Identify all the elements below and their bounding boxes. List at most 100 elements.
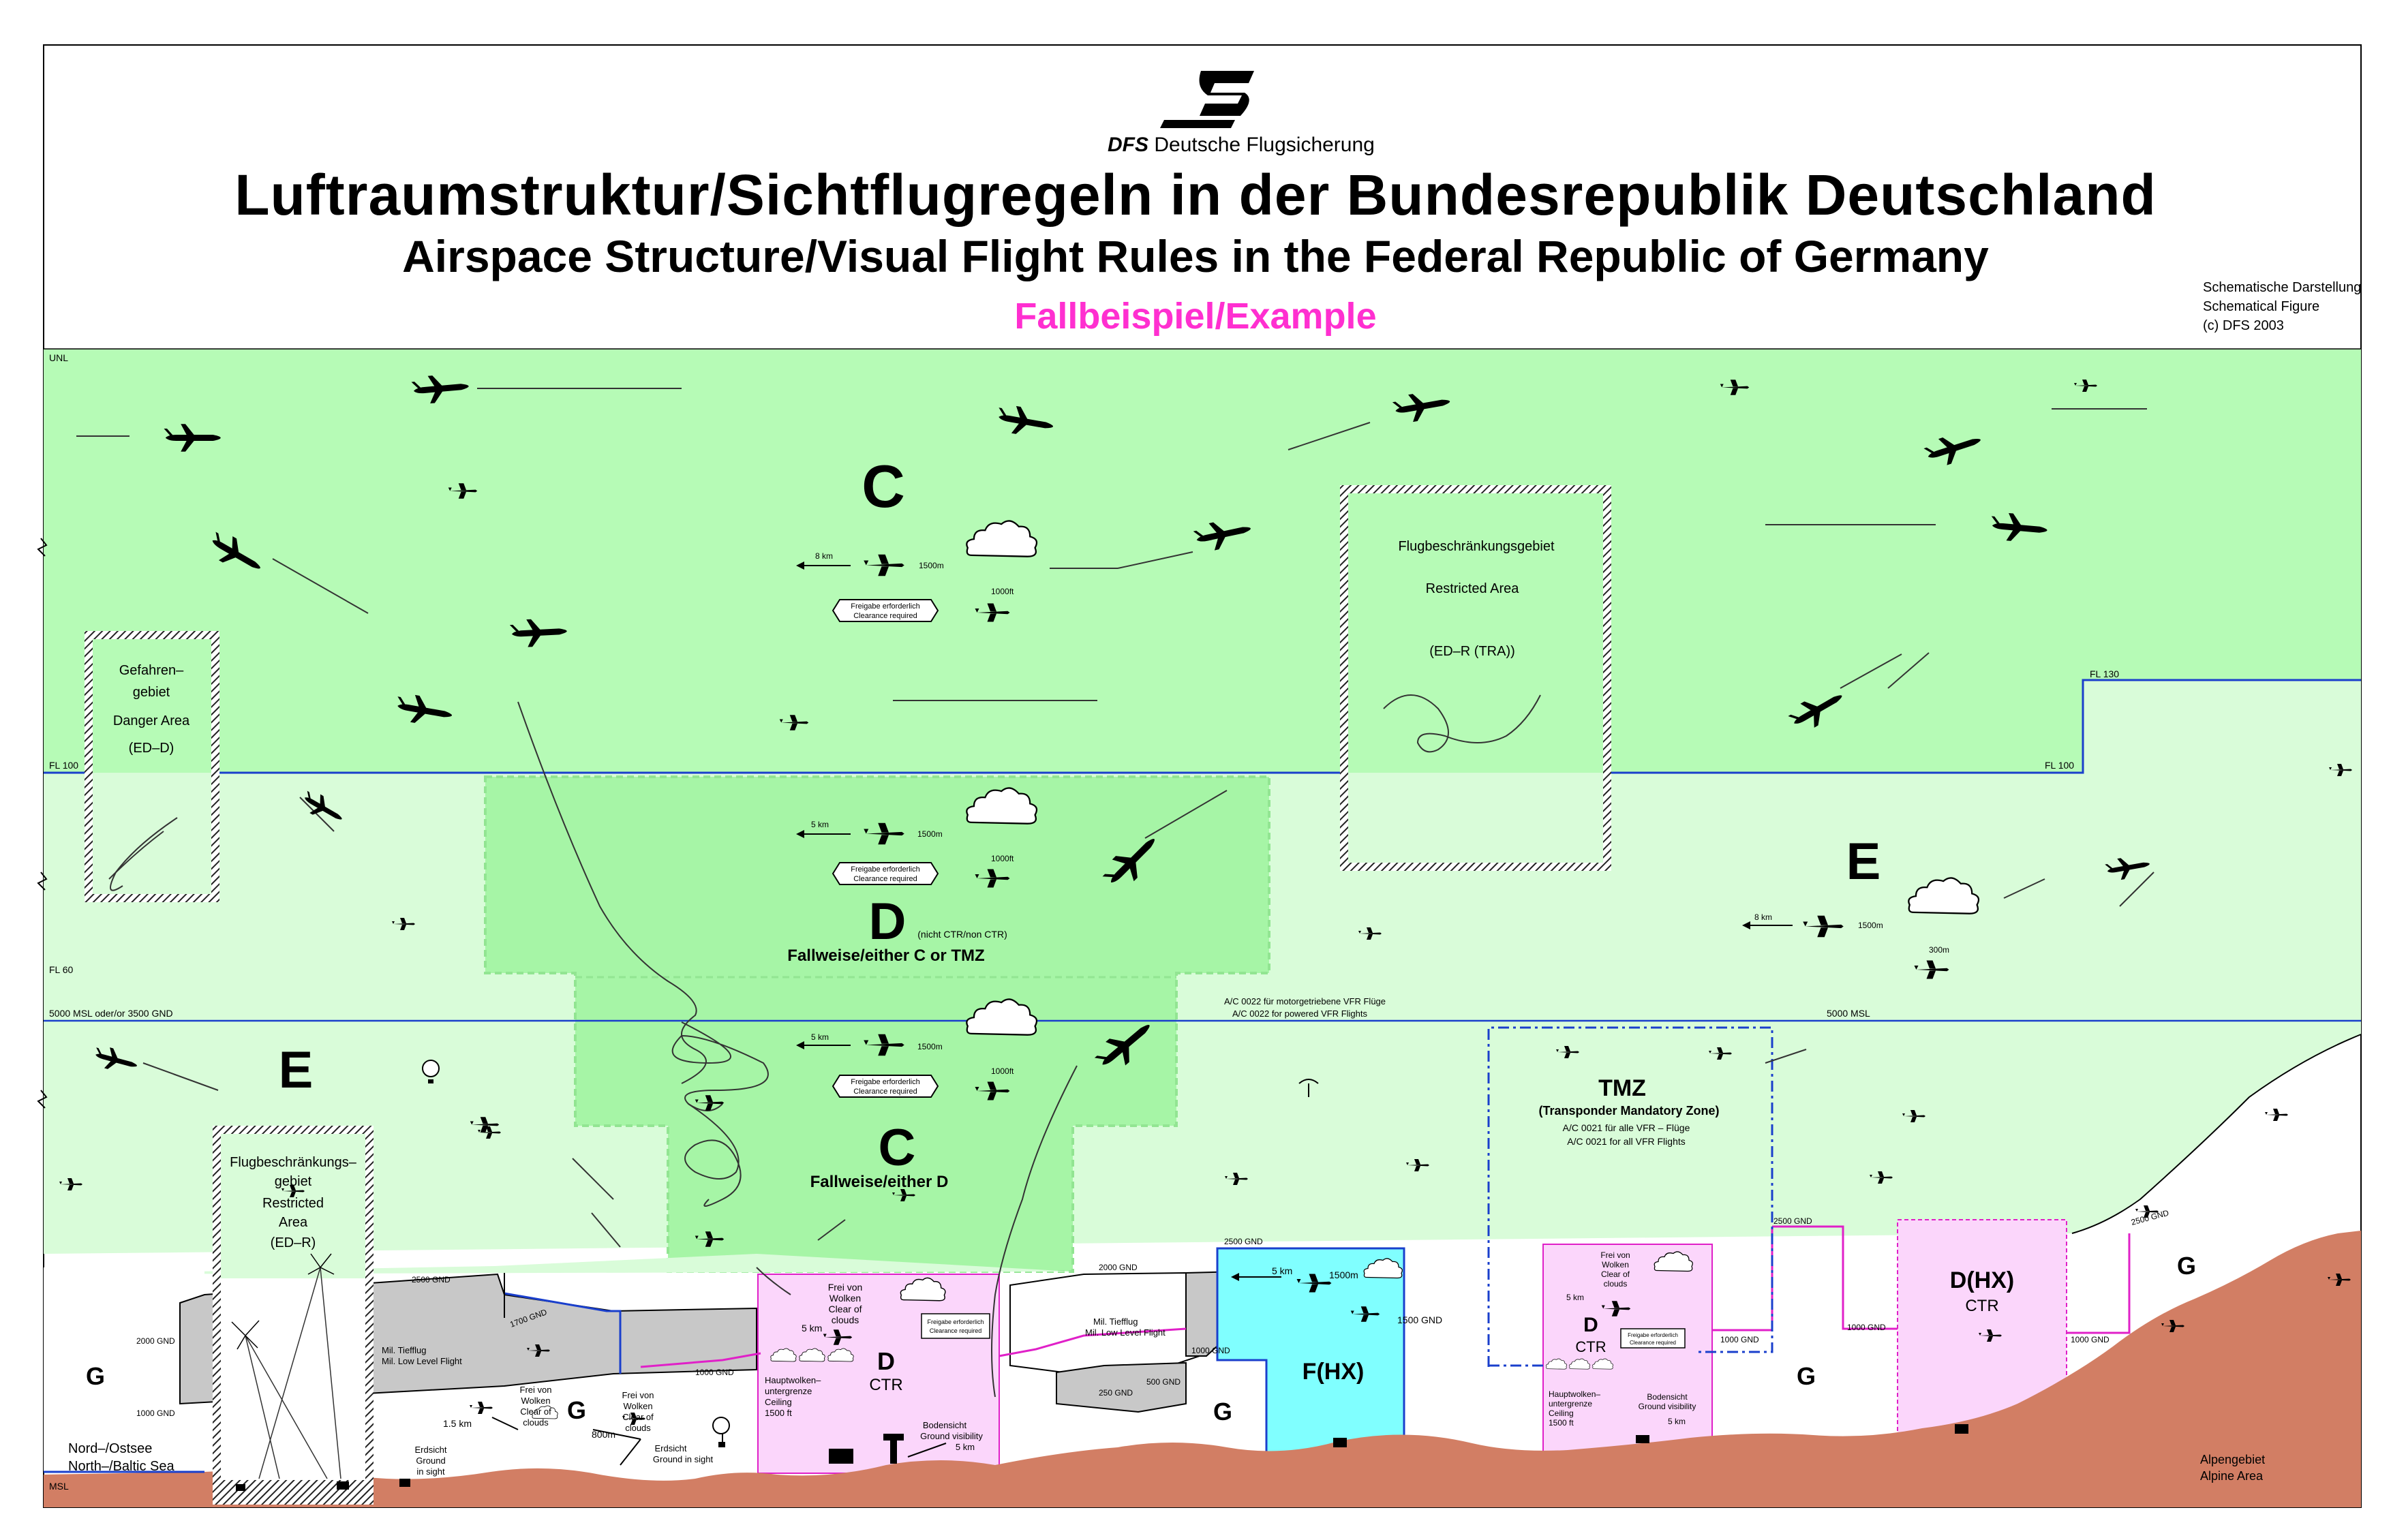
place-alps-en: Alpine Area xyxy=(2200,1469,2264,1483)
ctr-r-bs2: Ground visibility xyxy=(1639,1402,1696,1411)
vmc-g-clear4: clouds xyxy=(523,1417,549,1428)
h2000b: 2000 GND xyxy=(1099,1263,1138,1272)
vmc-class-d xyxy=(796,787,1038,888)
note-line1: Schematische Darstellung xyxy=(2203,280,2362,295)
label-class-c-either: Fallweise/either D xyxy=(810,1173,949,1191)
vmc-class-fhx xyxy=(1231,1258,1403,1322)
danger-en: Danger Area xyxy=(113,713,190,728)
ctr-ceil1: Hauptwolken– xyxy=(765,1375,821,1385)
brand-abbr: DFS xyxy=(1108,134,1148,156)
place-alps-de: Alpengebiet xyxy=(2200,1453,2265,1466)
ctr-r-free2: Wolken xyxy=(1602,1260,1629,1269)
restricted-area-left xyxy=(213,1126,374,1505)
vmc-g2-clear1: Frei von xyxy=(622,1390,654,1400)
ctr-center-letter: D xyxy=(877,1347,895,1375)
vmc-e-vert: 300m xyxy=(1929,945,1949,955)
ctr-r-ceil3: Ceiling xyxy=(1549,1408,1574,1418)
ctr-free4: clouds xyxy=(832,1314,859,1325)
level-msl: MSL xyxy=(49,1481,69,1492)
vmc-d-clr-de: Freigabe erforderlich xyxy=(851,865,920,874)
vmc-d-horiz: 1500m xyxy=(917,829,943,839)
ctr-r-vis: 5 km xyxy=(1566,1293,1584,1302)
ra-left-en1: Restricted xyxy=(262,1196,324,1211)
ctr-clr-en: Clearance required xyxy=(930,1327,982,1334)
label-class-e-right: E xyxy=(1846,833,1881,891)
vmc-g2-clear4: clouds xyxy=(625,1423,651,1433)
h500: 500 GND xyxy=(1146,1377,1181,1387)
vmc-g-vis1: 1.5 km xyxy=(443,1418,472,1429)
vmc-e-vis: 8 km xyxy=(1754,912,1772,922)
vmc-g-clear1: Frei von xyxy=(520,1385,552,1395)
ra-top-en: Restricted Area xyxy=(1426,581,1520,596)
vmc-g-clear3: Clear of xyxy=(520,1406,551,1417)
h2000a: 2000 GND xyxy=(136,1336,175,1346)
vmc-class-c-lower xyxy=(796,998,1038,1100)
h1000f: 1000 GND xyxy=(2071,1335,2110,1344)
tmz-boundary xyxy=(1487,1026,1773,1367)
ctr-r-free3: Clear of xyxy=(1601,1269,1630,1279)
ra-left-de1: Flugbeschränkungs– xyxy=(230,1155,357,1170)
vmc-fhx-vert: 1500 GND xyxy=(1397,1314,1442,1325)
h2500b: 2500 GND xyxy=(1224,1237,1263,1246)
level-unl: UNL xyxy=(49,352,68,363)
terrain xyxy=(44,1231,2361,1507)
ctr-r-clr-en: Clearance required xyxy=(1630,1340,1676,1346)
title-german: Luftraumstruktur/Sichtflugregeln in der … xyxy=(234,163,2157,227)
ctr-r-free4: clouds xyxy=(1604,1279,1628,1289)
dhx-letter: D(HX) xyxy=(1950,1267,2014,1293)
tmz-line1: A/C 0021 für alle VFR – Flüge xyxy=(1563,1122,1690,1133)
vmc-class-g xyxy=(236,1060,1968,1491)
vmc-ctr-right xyxy=(1546,1251,1693,1443)
low-level-band-right-grey xyxy=(1056,1361,1187,1413)
level-5000-right: 5000 MSL xyxy=(1827,1008,1870,1019)
label-class-c-upper: C xyxy=(862,452,905,520)
danger-code: (ED–D) xyxy=(129,741,174,756)
ctr-r-free1: Frei von xyxy=(1600,1250,1630,1260)
vmc-c2-vis: 5 km xyxy=(811,1032,829,1042)
label-class-g-mid3: G xyxy=(1797,1362,1816,1390)
low-level-en2: Mil. Low Level Flight xyxy=(1085,1327,1166,1338)
label-class-d: D xyxy=(869,893,907,951)
level-fl100-right: FL 100 xyxy=(2045,760,2074,771)
vmc-d-clr-en: Clearance required xyxy=(853,875,917,883)
vmc-c-clr-de: Freigabe erforderlich xyxy=(851,602,920,611)
vmc-c-horiz: 1500m xyxy=(919,561,944,570)
label-class-d-either: Fallweise/either C or TMZ xyxy=(787,946,984,965)
h1000d: 1000 GND xyxy=(1720,1335,1759,1344)
ctr-center-label: CTR xyxy=(869,1376,902,1394)
ctr-r-ceil1: Hauptwolken– xyxy=(1549,1389,1600,1399)
ctr-r-bs3: 5 km xyxy=(1668,1417,1686,1426)
figure-notes: Schematische Darstellung Schematical Fig… xyxy=(2203,278,2361,335)
vmc-g2-clear2: Wolken xyxy=(623,1401,652,1411)
danger-de1: Gefahren– xyxy=(119,663,184,678)
vmc-c2-clr-en: Clearance required xyxy=(853,1088,917,1096)
vmc-c-vert: 1000ft xyxy=(991,587,1014,596)
tmz-title: TMZ xyxy=(1598,1075,1646,1101)
boundary-lines xyxy=(44,348,2362,1374)
vmc-c2-clr-de: Freigabe erforderlich xyxy=(851,1078,920,1086)
vmc-fhx-horiz: 1500m xyxy=(1329,1269,1358,1280)
vmc-d-vert: 1000ft xyxy=(991,854,1014,863)
h1000a: 1000 GND xyxy=(136,1408,175,1418)
dfs-logo xyxy=(1160,71,1254,128)
ctr-r-ceil4: 1500 ft xyxy=(1549,1418,1574,1428)
ctr-r-clr-de: Freigabe erforderlich xyxy=(1628,1332,1678,1338)
vmc-class-e xyxy=(1742,877,1980,979)
label-class-g-right: G xyxy=(2177,1252,2196,1280)
ctr-right-label: CTR xyxy=(1575,1338,1606,1355)
ctr-free3: Clear of xyxy=(828,1304,862,1314)
title-example: Fallbeispiel/Example xyxy=(1014,296,1377,337)
ctr-clr-de: Freigabe erforderlich xyxy=(927,1319,984,1325)
vmc-e-horiz: 1500m xyxy=(1858,921,1883,930)
place-sea-en: North–/Baltic Sea xyxy=(68,1459,175,1474)
h1000c: 1000 GND xyxy=(1191,1346,1230,1355)
restricted-area-top xyxy=(1340,485,1611,871)
ctr-free1: Frei von xyxy=(828,1282,863,1293)
vmc-g-clear2: Wolken xyxy=(521,1396,550,1406)
tmz-subtitle: (Transponder Mandatory Zone) xyxy=(1538,1104,1719,1118)
vmc-c2-horiz: 1500m xyxy=(917,1042,943,1051)
vmc-c-vis: 8 km xyxy=(815,551,833,561)
low-level-de1: Mil. Tiefflug xyxy=(382,1345,427,1355)
vmc-g2-clear3: Clear of xyxy=(622,1412,654,1422)
